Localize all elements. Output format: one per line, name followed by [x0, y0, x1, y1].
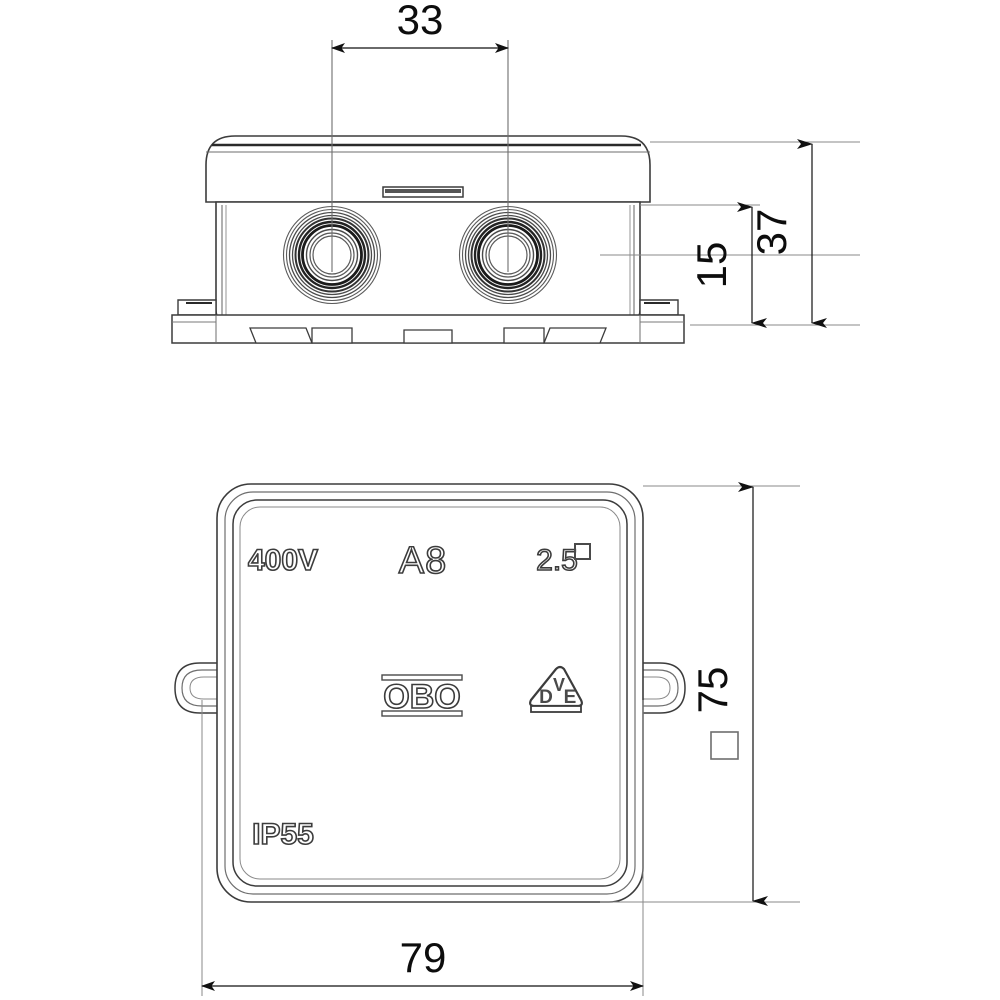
approval-mark-vde: D V E [529, 665, 583, 713]
lid-face-outline [239, 506, 621, 880]
marking-conductor-size-square-symbol [574, 543, 591, 560]
vde-letter-v: V [553, 675, 565, 695]
side-view-mounting-base [171, 299, 685, 344]
marking-voltage: 400V [248, 544, 318, 577]
vde-base-bar [530, 705, 582, 713]
square-symbol [710, 731, 739, 760]
dimension-label-15: 15 [688, 242, 735, 289]
vde-letter-d: D [539, 687, 553, 708]
dimension-label-33: 33 [397, 0, 444, 43]
ear-right-inner [618, 676, 671, 700]
ear-right-mid [618, 669, 679, 707]
lid-latch-tab-shadow [385, 189, 461, 193]
base-foot-5 [543, 327, 607, 344]
base-foot-2 [311, 327, 353, 344]
side-elevation-view: 33 15 37 [171, 0, 860, 344]
marking-ingress-protection: IP55 [252, 818, 314, 851]
vde-triangle-outline [529, 665, 583, 708]
base-foot-4 [503, 327, 545, 344]
dimension-label-79: 79 [400, 934, 447, 981]
marking-type-code: A8 [399, 540, 447, 582]
side-view-body [215, 201, 641, 323]
ear-left-inner [189, 676, 242, 700]
dimension-label-37: 37 [748, 209, 795, 256]
base-foot-1 [249, 327, 313, 344]
logo-bottom-bar [381, 710, 463, 717]
body-outline [215, 201, 641, 323]
side-view-lid [205, 135, 651, 203]
logo-top-bar [381, 674, 463, 681]
ear-left-mid [181, 669, 242, 707]
front-plan-view: 400V A8 2.5 OBO D V E IP55 [174, 482, 800, 996]
dimension-body-height: 15 [688, 202, 767, 328]
base-foot-3 [403, 329, 453, 344]
dimension-box-height: 75 [689, 482, 768, 906]
vde-letter-e: E [564, 687, 577, 708]
dimension-gland-spacing: 33 [331, 0, 509, 53]
dimension-total-height: 37 [748, 139, 827, 328]
dimension-label-75: 75 [689, 667, 736, 714]
marking-conductor-size: 2.5 [536, 544, 578, 577]
dimension-box-width: 79 [201, 934, 644, 991]
logo-text: OBO [383, 678, 460, 716]
brand-logo-obo: OBO [381, 674, 463, 717]
